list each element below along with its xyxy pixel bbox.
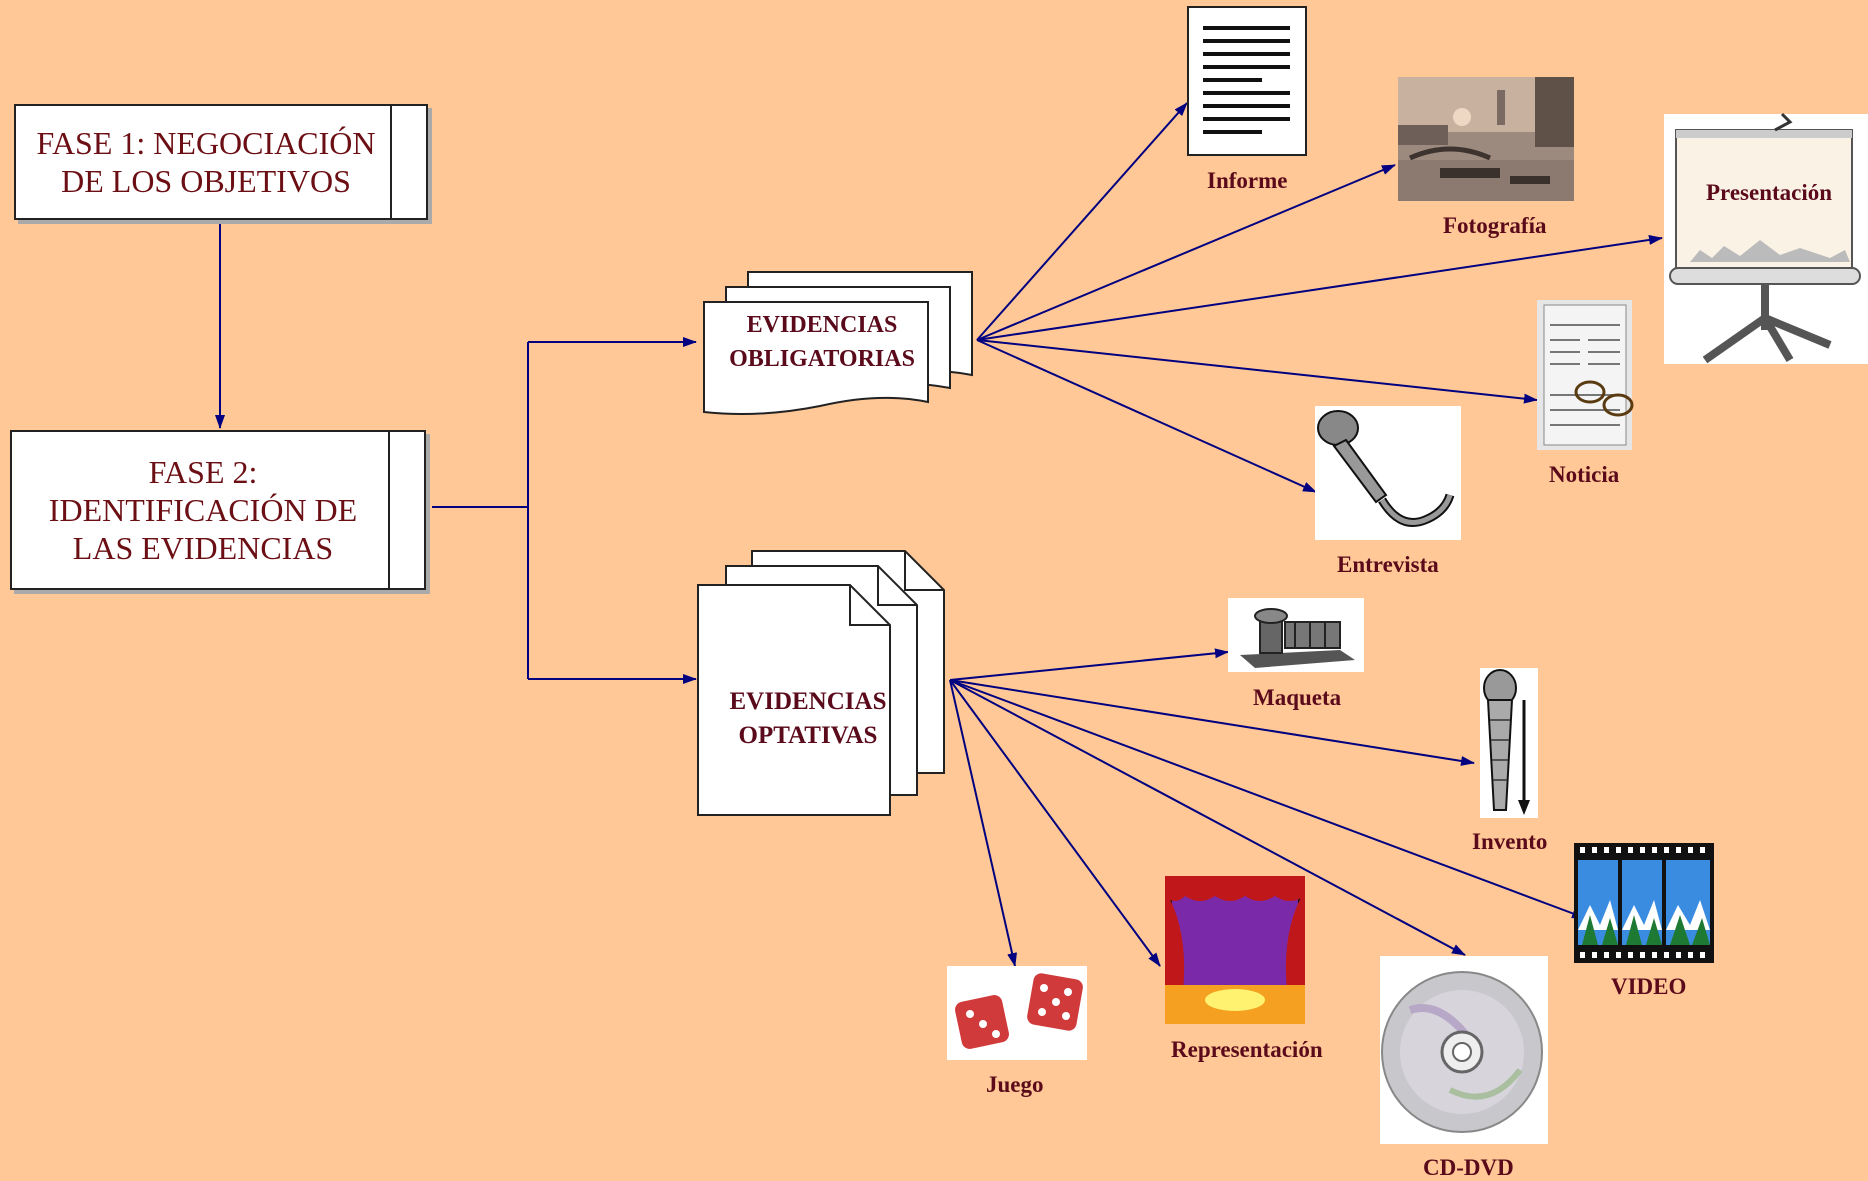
newspaper-icon: [1537, 300, 1634, 450]
label-representacion: Representación: [1171, 1037, 1323, 1062]
label-maqueta: Maqueta: [1253, 685, 1342, 710]
phase2-box: FASE 2: IDENTIFICACIÓN DE LAS EVIDENCIAS: [10, 430, 426, 590]
mandatory-arrows: [976, 102, 1663, 493]
mandatory-document-stack: [703, 271, 973, 415]
label-fotografia: Fotografía: [1443, 213, 1547, 238]
phase1-box: FASE 1: NEGOCIACIÓN DE LOS OBJETIVOS: [14, 104, 428, 220]
optional-group-title: EVIDENCIAS OPTATIVAS: [729, 688, 887, 749]
theater-stage-icon: [1165, 876, 1305, 1024]
report-icon: [1187, 6, 1307, 156]
label-presentacion: Presentación: [1706, 180, 1833, 205]
label-entrevista: Entrevista: [1337, 552, 1439, 577]
model-machine-icon: [1228, 598, 1364, 672]
phase1-label: FASE 1: NEGOCIACIÓN DE LOS OBJETIVOS: [36, 125, 376, 199]
dice-icon: [947, 966, 1087, 1060]
phase2-label: FASE 2: IDENTIFICACIÓN DE LAS EVIDENCIAS: [48, 454, 358, 566]
label-invento: Invento: [1472, 829, 1548, 854]
presentation-screen-icon: [1664, 112, 1868, 364]
photograph-icon: [1398, 77, 1574, 201]
invention-microphone-icon: [1480, 668, 1538, 818]
label-video: VIDEO: [1611, 974, 1687, 999]
label-noticia: Noticia: [1549, 462, 1620, 487]
video-film-icon: [1574, 843, 1714, 963]
optional-document-stack: [697, 550, 945, 816]
branch-connector: [432, 337, 697, 684]
cd-dvd-icon: [1380, 956, 1548, 1144]
optional-arrows: [949, 648, 1586, 967]
label-informe: Informe: [1207, 168, 1288, 193]
label-juego: Juego: [986, 1072, 1044, 1097]
label-cd-dvd: CD-DVD: [1423, 1155, 1514, 1180]
microphone-icon: [1315, 406, 1461, 540]
phase2-divider: [388, 432, 390, 588]
mandatory-group-title: EVIDENCIAS OBLIGATORIAS: [729, 312, 915, 372]
phase1-divider: [390, 106, 392, 218]
